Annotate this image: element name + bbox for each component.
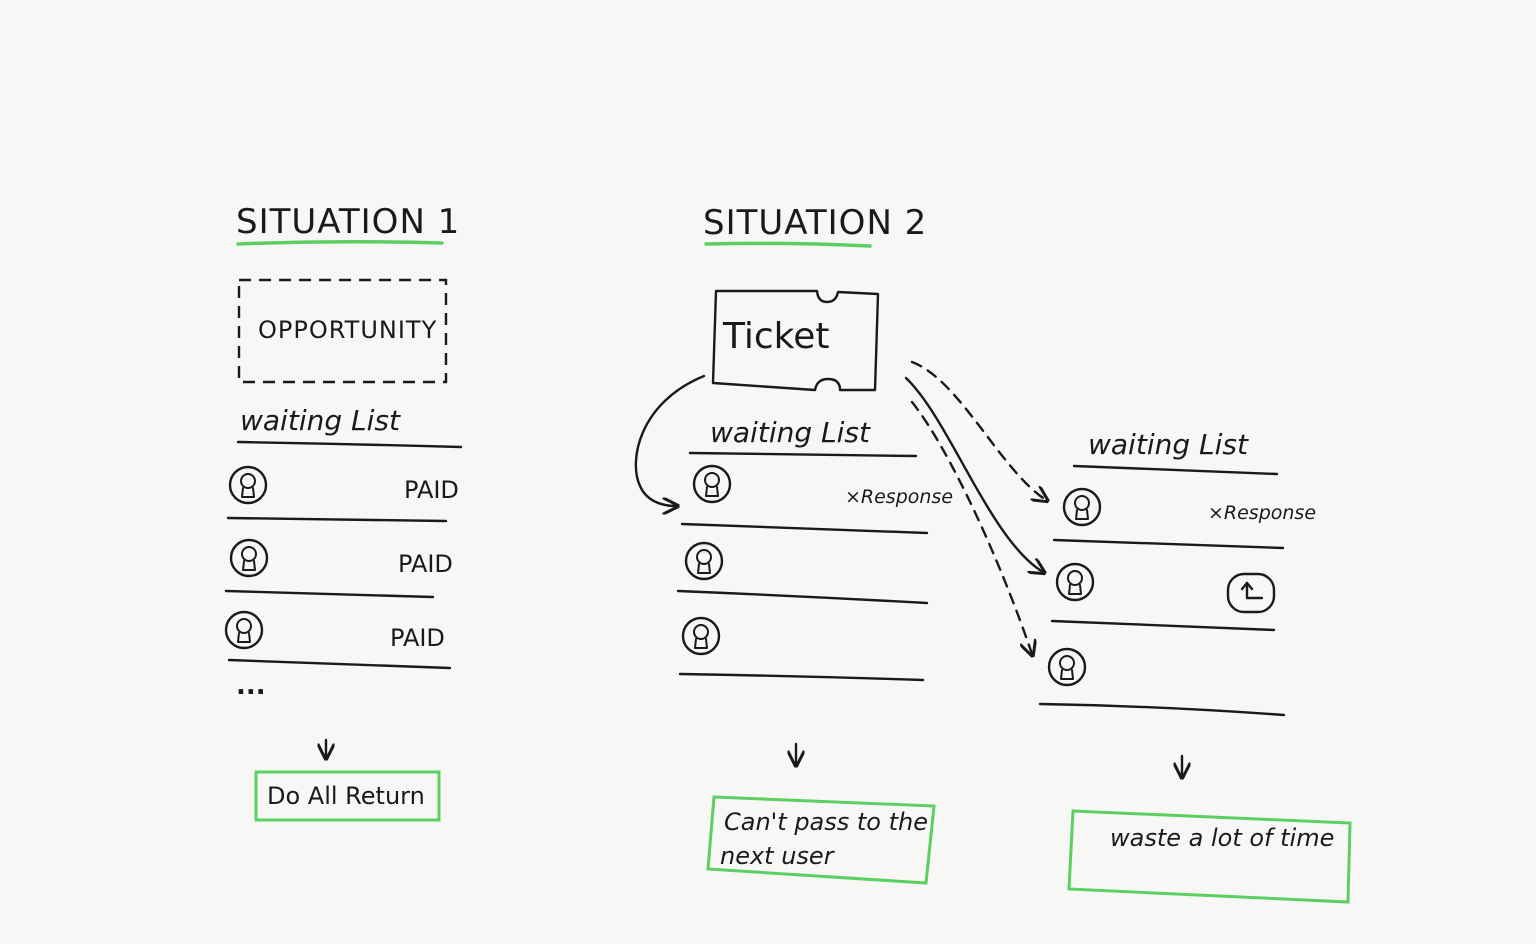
outcome-text: waste a lot of time — [1110, 824, 1334, 852]
outcome-text-line1: Can't pass to the — [724, 808, 928, 836]
no-response-status: ×Response — [1208, 502, 1316, 524]
list-item: PAID — [226, 465, 459, 523]
row-divider — [680, 522, 929, 535]
list-item: PAID — [224, 610, 452, 670]
waiting-list-label: waiting List — [1088, 428, 1249, 461]
user-avatar-icon — [1047, 647, 1087, 687]
situation-1-section: SITUATION 1 OPPORTUNITY waiting List PAI… — [224, 202, 463, 822]
row-divider — [226, 516, 448, 523]
dashed-arrow — [910, 400, 1032, 654]
list-item — [676, 541, 929, 605]
row-divider — [678, 672, 925, 682]
list-item: ×Response — [1052, 487, 1316, 550]
waiting-list-header-line — [236, 440, 463, 449]
outcome-box — [706, 795, 936, 885]
user-avatar-icon — [229, 538, 269, 578]
paid-status: PAID — [398, 550, 453, 578]
outcome-text: Do All Return — [267, 782, 425, 810]
no-response-status: ×Response — [845, 486, 953, 508]
user-avatar-icon — [681, 616, 721, 656]
outcome-text-line2: next user — [720, 842, 836, 870]
user-avatar-icon — [692, 464, 732, 504]
opportunity-label: OPPORTUNITY — [258, 316, 437, 344]
user-avatar-icon — [1062, 487, 1102, 527]
user-avatar-icon — [224, 610, 264, 650]
situation-2-section: SITUATION 2 Ticket waiting List ×Respons… — [634, 203, 1352, 904]
row-divider — [1050, 619, 1276, 632]
waiting-list-label: waiting List — [240, 404, 401, 437]
row-divider — [1052, 538, 1285, 550]
pass-arrow — [634, 374, 706, 506]
waiting-list-header-line — [1072, 464, 1279, 476]
list-item — [1050, 562, 1276, 632]
user-avatar-icon — [684, 541, 724, 581]
row-divider — [1038, 702, 1286, 717]
ticket-icon — [711, 289, 880, 392]
outcome-box — [1067, 809, 1352, 904]
situation-1-underline — [236, 239, 444, 246]
row-divider — [224, 589, 435, 599]
waiting-list-header-line — [688, 451, 918, 458]
situation-2-title: SITUATION 2 — [703, 203, 927, 243]
user-avatar-icon — [228, 465, 268, 505]
outcome-box — [254, 770, 441, 822]
list-item — [678, 616, 925, 682]
pass-arrow — [904, 376, 1043, 572]
list-item: PAID — [224, 538, 453, 599]
reply-arrow-icon — [1226, 572, 1276, 614]
user-avatar-icon — [1055, 562, 1095, 602]
waiting-list-label: waiting List — [710, 416, 871, 449]
paid-status: PAID — [390, 624, 445, 652]
row-divider — [227, 658, 452, 670]
opportunity-box — [237, 278, 448, 384]
situation-2-underline — [704, 241, 872, 248]
list-item — [1038, 647, 1286, 717]
dashed-arrow — [910, 360, 1046, 500]
paid-status: PAID — [404, 476, 459, 504]
list-item: ×Response — [680, 464, 953, 535]
situation-1-title: SITUATION 1 — [236, 202, 460, 242]
ticket-label: Ticket — [722, 316, 830, 357]
more-ellipsis: ... — [236, 671, 266, 701]
row-divider — [676, 589, 929, 605]
